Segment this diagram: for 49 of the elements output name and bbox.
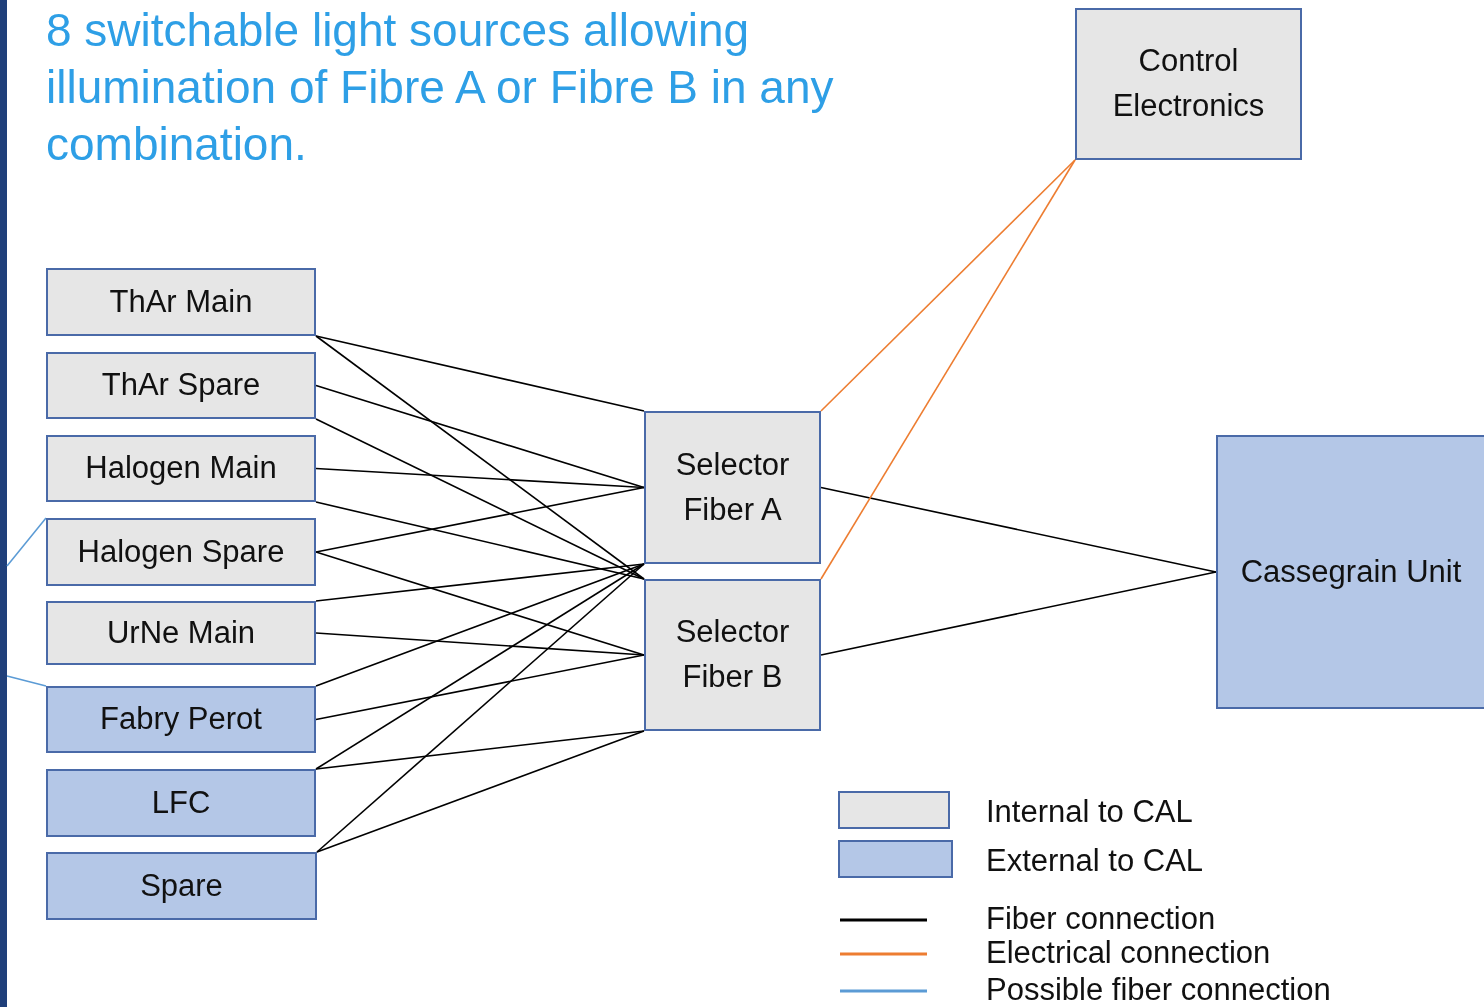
- process-box: [46, 601, 316, 665]
- fiber-line: [316, 730, 645, 853]
- connector-line: [6, 675, 47, 687]
- legend-label: Possible fiber connection: [986, 974, 1331, 1005]
- fiber-line: [315, 730, 645, 770]
- node-label: Selector Fiber B: [674, 613, 791, 696]
- fiber-line: [820, 486, 1217, 573]
- legend-label: Fiber connection: [986, 903, 1216, 934]
- process-box: [46, 268, 316, 336]
- connector-line: [820, 159, 1076, 580]
- fiber-line: [315, 654, 645, 721]
- process-box: [46, 435, 316, 502]
- fiber-line: [315, 335, 645, 412]
- process-box: [644, 411, 821, 564]
- node-label: Fabry Perot: [100, 700, 262, 739]
- node-label: Control Electronics: [1111, 42, 1266, 125]
- fiber-line: [820, 571, 1217, 656]
- process-box: [46, 686, 316, 753]
- node-label: Halogen Main: [85, 449, 277, 488]
- fiber-line: [315, 335, 645, 580]
- node-label: ThAr Main: [109, 282, 253, 321]
- connector-line: [820, 159, 1076, 412]
- legend-label: External to CAL: [986, 845, 1204, 876]
- node-label: Halogen Spare: [77, 532, 285, 571]
- process-box: [46, 769, 316, 837]
- process-box: [46, 852, 317, 920]
- node-label: UrNe Main: [106, 613, 256, 652]
- fiber-line: [315, 563, 645, 602]
- process-box: [644, 579, 821, 731]
- node-label: LFC: [151, 783, 211, 822]
- process-box: [1216, 435, 1484, 709]
- fiber-line: [315, 551, 645, 656]
- fiber-line: [315, 501, 645, 580]
- node-label: ThAr Spare: [101, 366, 261, 405]
- fiber-line: [315, 486, 645, 553]
- process-box: [1075, 8, 1302, 160]
- fiber-line: [315, 563, 645, 687]
- node-label: Spare: [140, 866, 223, 905]
- fiber-line: [316, 563, 645, 853]
- process-box: [46, 518, 316, 586]
- process-box: [46, 352, 316, 419]
- connector-line: [6, 517, 47, 567]
- legend-label: Electrical connection: [986, 937, 1271, 968]
- node-label: Selector Fiber A: [674, 445, 791, 529]
- fiber-line: [315, 384, 645, 489]
- fiber-line: [315, 418, 645, 580]
- node-label: Cassegrain Unit: [1240, 552, 1462, 591]
- title: 8 switchable light sources allowing illumination of Fibre A or Fibre B in any combination.: [46, 3, 835, 172]
- legend-label: Internal to CAL: [986, 796, 1193, 827]
